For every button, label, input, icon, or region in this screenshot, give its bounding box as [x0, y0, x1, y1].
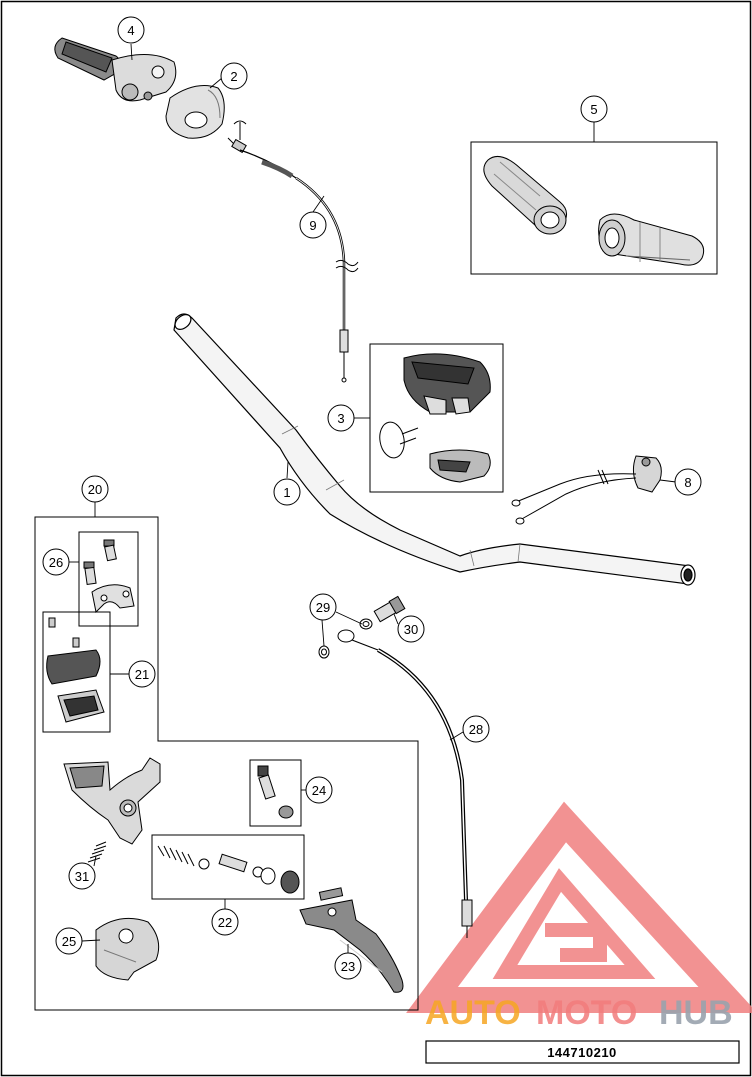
callout-5: 5: [580, 95, 608, 123]
callout-label: 29: [316, 600, 330, 615]
callout-label: 3: [337, 411, 344, 426]
piston-kit-box: [151, 834, 305, 900]
throttle-cover: [165, 85, 225, 139]
piston-kit: [157, 845, 300, 894]
callout-2: 2: [220, 62, 248, 90]
callout-30: 30: [397, 615, 425, 643]
throttle-sensor-lead: [233, 120, 247, 140]
callout-label: 30: [404, 622, 418, 637]
clamp-bolts: [83, 539, 117, 586]
callout-20: 20: [81, 475, 109, 503]
callout-1: 1: [273, 478, 301, 506]
bleed-screw-box: [249, 759, 302, 827]
grip-left: [483, 155, 567, 235]
callout-label: 8: [684, 475, 691, 490]
callout-label: 24: [312, 783, 326, 798]
clutch-master-group-box: [34, 516, 419, 1011]
callout-label: 5: [590, 102, 597, 117]
callout-23: 23: [334, 952, 362, 980]
cable-tie: [379, 421, 419, 459]
cover-bracket: [429, 449, 491, 483]
lever-guard: [95, 917, 160, 981]
reservoir-cover-box: [42, 611, 111, 733]
watermark-text-auto: AUTO: [425, 994, 521, 1032]
callout-4: 4: [117, 16, 145, 44]
callout-label: 2: [230, 69, 237, 84]
callout-label: 26: [49, 555, 63, 570]
callout-label: 9: [309, 218, 316, 233]
bar-pad-cover: [403, 353, 491, 415]
callout-28: 28: [462, 715, 490, 743]
callout-25: 25: [55, 927, 83, 955]
watermark-text-hub: HUB: [659, 994, 733, 1032]
master-cylinder: [63, 757, 161, 845]
callout-8: 8: [674, 468, 702, 496]
callout-22: 22: [211, 908, 239, 936]
handlebar-switch: [511, 455, 662, 525]
callout-label: 25: [62, 934, 76, 949]
throttle-grip-assembly: [54, 37, 177, 102]
callout-label: 1: [283, 485, 290, 500]
callout-label: 31: [75, 869, 89, 884]
pushrod-spring: [87, 841, 107, 863]
bleed-screw: [257, 765, 294, 819]
callout-24: 24: [305, 776, 333, 804]
callout-label: 21: [135, 667, 149, 682]
watermark-text: AUTO MOTO HUB: [425, 994, 733, 1032]
grip-right: [598, 213, 705, 266]
callout-9: 9: [299, 211, 327, 239]
callout-29: 29: [309, 593, 337, 621]
callout-26: 26: [42, 548, 70, 576]
handlebar: [173, 313, 696, 586]
callout-21: 21: [128, 660, 156, 688]
clutch-line: [337, 629, 473, 938]
throttle-cable: [227, 137, 359, 383]
callout-31: 31: [68, 862, 96, 890]
watermark-text-moto: MOTO: [536, 994, 637, 1032]
callout-label: 22: [218, 915, 232, 930]
clutch-lever: [299, 887, 404, 993]
clamp-kit-box: [78, 531, 139, 627]
handlebar-clamp: [91, 584, 135, 614]
leader-lines: [69, 43, 677, 954]
banjo-washers: [318, 618, 373, 659]
callout-label: 20: [88, 482, 102, 497]
banjo-bolt: [373, 595, 406, 623]
callout-label: 23: [341, 959, 355, 974]
callout-3: 3: [327, 404, 355, 432]
callout-label: 28: [469, 722, 483, 737]
reference-number-box: [425, 1040, 740, 1064]
reservoir-cover: [46, 617, 105, 723]
watermark-logo: [406, 801, 752, 1013]
reference-number: 144710210: [547, 1045, 617, 1060]
callout-label: 4: [127, 23, 134, 38]
